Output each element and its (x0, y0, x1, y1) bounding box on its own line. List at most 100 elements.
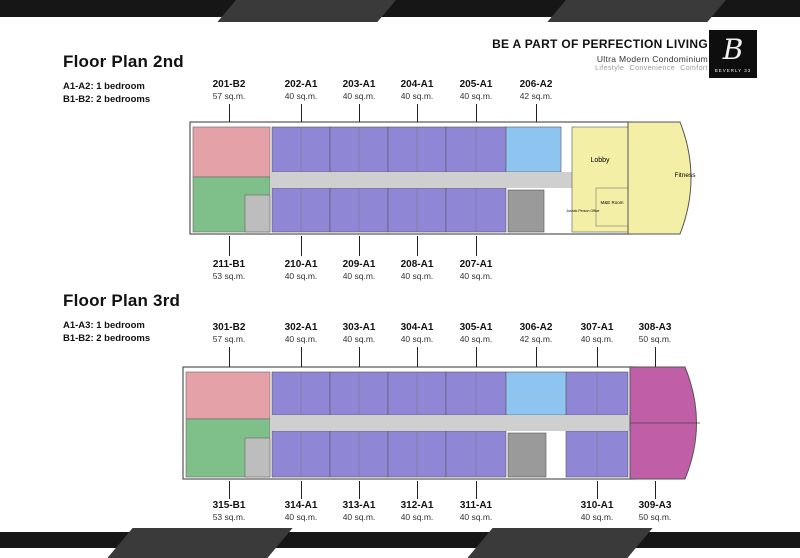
floor2-title: Floor Plan 2nd (63, 52, 184, 71)
unit-number: 301-B2 (212, 322, 246, 333)
unit-label: 201-B2 57 sq.m. (197, 79, 261, 101)
leader-line (417, 481, 418, 499)
leader-line (476, 347, 477, 367)
unit-label: 203-A1 40 sq.m. (327, 79, 391, 101)
unit-number: 204-A1 (400, 79, 434, 90)
unit-number: 206-A2 (519, 79, 553, 90)
unit-area: 40 sq.m. (459, 334, 493, 344)
unit-area: 50 sq.m. (638, 512, 672, 522)
unit-number: 201-B2 (212, 79, 246, 90)
bottom-bar (0, 528, 800, 558)
unit-label: 209-A1 40 sq.m. (327, 259, 391, 281)
unit-area: 40 sq.m. (342, 512, 376, 522)
floor2-plan: Lobby Fitness M&E Room Juristic Person O… (189, 121, 696, 235)
unit-number: 208-A1 (400, 259, 434, 270)
unit-label: 211-B1 53 sq.m. (197, 259, 261, 281)
unit-number: 210-A1 (284, 259, 318, 270)
leader-line (229, 104, 230, 122)
unit-label: 311-A1 40 sq.m. (444, 500, 508, 522)
floor3-plan (182, 366, 700, 480)
lift-core (507, 432, 547, 478)
unit-number: 312-A1 (400, 500, 434, 511)
unit-206 (505, 126, 562, 173)
unit-number: 305-A1 (459, 322, 493, 333)
unit-label: 313-A1 40 sq.m. (327, 500, 391, 522)
unit-label: 207-A1 40 sq.m. (444, 259, 508, 281)
unit-area: 40 sq.m. (284, 334, 318, 344)
legend-item: A1-A2: 1 bedroom (63, 81, 145, 92)
unit-label: 312-A1 40 sq.m. (385, 500, 449, 522)
unit-area: 57 sq.m. (212, 91, 246, 101)
unit-label: 308-A3 50 sq.m. (623, 322, 687, 344)
unit-number: 310-A1 (580, 500, 614, 511)
juristic-label: Juristic Person Office (566, 209, 599, 213)
unit-number: 302-A1 (284, 322, 318, 333)
unit-area: 53 sq.m. (212, 512, 246, 522)
unit-area: 40 sq.m. (459, 512, 493, 522)
floor3-legend: A1-A3: 1 bedroom B1-B2: 2 bedrooms (63, 319, 150, 345)
unit-area: 40 sq.m. (342, 334, 376, 344)
leader-line (229, 236, 230, 256)
lobby-label: Lobby (590, 157, 610, 164)
leader-line (359, 481, 360, 499)
unit-area: 40 sq.m. (580, 512, 614, 522)
unit-area: 40 sq.m. (580, 334, 614, 344)
leader-line (476, 236, 477, 256)
unit-number: 202-A1 (284, 79, 318, 90)
unit-area: 40 sq.m. (400, 512, 434, 522)
unit-number: 211-B1 (212, 259, 246, 270)
unit-label: 208-A1 40 sq.m. (385, 259, 449, 281)
unit-number: 304-A1 (400, 322, 434, 333)
leader-line (359, 236, 360, 256)
unit-label: 307-A1 40 sq.m. (565, 322, 629, 344)
unit-number: 311-A1 (459, 500, 493, 511)
leader-line (476, 481, 477, 499)
brand-logo: B BEVERLY 33 (709, 30, 757, 78)
leader-line (597, 347, 598, 367)
unit-label: 206-A2 42 sq.m. (504, 79, 568, 101)
unit-area: 57 sq.m. (212, 334, 246, 344)
leader-line (301, 236, 302, 256)
corridor (270, 172, 580, 188)
brand-tagline: Lifestyle Convenience Comfort (595, 65, 708, 72)
leader-line (359, 104, 360, 122)
leader-line (536, 104, 537, 122)
unit-label: 304-A1 40 sq.m. (385, 322, 449, 344)
leader-line (476, 104, 477, 122)
leader-line (597, 481, 598, 499)
unit-label: 302-A1 40 sq.m. (269, 322, 333, 344)
unit-area: 42 sq.m. (519, 91, 553, 101)
unit-area: 40 sq.m. (400, 334, 434, 344)
unit-area: 50 sq.m. (638, 334, 672, 344)
unit-area: 40 sq.m. (284, 271, 318, 281)
unit-label: 315-B1 53 sq.m. (197, 500, 261, 522)
leader-line (655, 347, 656, 367)
unit-label: 303-A1 40 sq.m. (327, 322, 391, 344)
unit-number: 315-B1 (212, 500, 246, 511)
unit-area: 40 sq.m. (459, 91, 493, 101)
leader-line (417, 236, 418, 256)
brand-subheadline: Ultra Modern Condominium (596, 54, 708, 64)
unit-area: 40 sq.m. (400, 91, 434, 101)
leader-line (359, 347, 360, 367)
unit-number: 308-A3 (638, 322, 672, 333)
unit-number: 314-A1 (284, 500, 318, 511)
unit-number: 209-A1 (342, 259, 376, 270)
leader-line (417, 347, 418, 367)
unit-306 (505, 371, 567, 416)
logo-letter: B (722, 33, 744, 66)
legend-item: B1-B2: 2 bedrooms (63, 333, 151, 344)
unit-number: 203-A1 (342, 79, 376, 90)
unit-area: 40 sq.m. (459, 271, 493, 281)
unit-number: 309-A3 (638, 500, 672, 511)
unit-number: 313-A1 (342, 500, 376, 511)
stair-core (244, 437, 271, 478)
floor2-legend: A1-A2: 1 bedroom B1-B2: 2 bedrooms (63, 80, 150, 106)
leader-line (417, 104, 418, 122)
unit-label: 202-A1 40 sq.m. (269, 79, 333, 101)
unit-label: 204-A1 40 sq.m. (385, 79, 449, 101)
unit-number: 207-A1 (459, 259, 493, 270)
leader-line (655, 481, 656, 499)
leader-line (536, 347, 537, 367)
